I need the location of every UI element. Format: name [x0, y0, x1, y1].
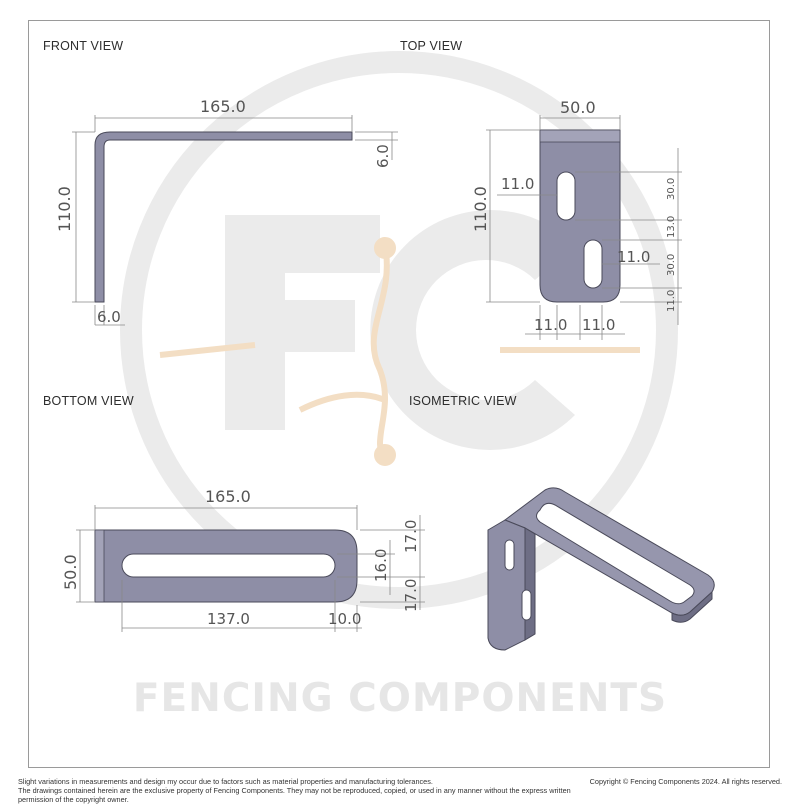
top-view-bend: [539, 129, 621, 143]
top-slot1-length-dim: 30.0: [666, 178, 677, 200]
bottom-view-bend: [94, 529, 105, 603]
isometric-view-label: ISOMETRIC VIEW: [409, 394, 517, 408]
bottom-view-dimension-lines: [76, 505, 425, 632]
top-slot-width-left-dim: 11.0: [501, 175, 534, 193]
top-width-dim: 50.0: [560, 98, 596, 117]
front-height-dim: 110.0: [55, 186, 74, 232]
bottom-top-margin-dim: 17.0: [402, 520, 420, 553]
front-view-part: [94, 131, 353, 303]
bottom-height-dim: 50.0: [61, 554, 80, 590]
top-view-label: TOP VIEW: [400, 39, 463, 53]
watermark-ring: [120, 51, 678, 609]
watermark-f-letter: [225, 215, 380, 430]
bottom-slot-length-dim: 137.0: [207, 610, 250, 628]
bottom-end-margin-dim: 10.0: [328, 610, 361, 628]
front-thickness-bottom-dim: 6.0: [97, 308, 121, 326]
footer-disclaimer-line-2: The drawings contained herein are the ex…: [18, 786, 571, 804]
watermark-c-letter: [370, 209, 575, 450]
front-width-dim: 165.0: [200, 97, 246, 116]
top-view-slot-1: [556, 171, 576, 221]
top-view-part: [539, 129, 621, 303]
top-height-dim: 110.0: [471, 186, 490, 232]
bottom-bottom-margin-dim: 17.0: [402, 579, 420, 612]
front-view-label: FRONT VIEW: [43, 39, 124, 53]
top-slot2-length-dim: 30.0: [666, 254, 677, 276]
bottom-width-dim: 165.0: [205, 487, 251, 506]
watermark-brand: FENCING COMPONENTS: [132, 676, 668, 721]
top-bottom-margin-dim: 11.0: [666, 290, 677, 312]
bottom-view-label: BOTTOM VIEW: [43, 394, 134, 408]
top-view-dimension-lines: [486, 115, 682, 340]
top-gap-dim: 13.0: [666, 216, 677, 238]
watermark-ornament: [159, 237, 640, 466]
bottom-slot-width-dim: 16.0: [372, 549, 390, 582]
isometric-view-part: [487, 487, 715, 651]
bottom-view-slot: [121, 553, 336, 578]
top-view-slot-2: [583, 239, 603, 289]
footer-copyright: Copyright © Fencing Components 2024. All…: [589, 777, 782, 786]
top-slot-width-right-dim: 11.0: [617, 248, 650, 266]
front-thickness-right-dim: 6.0: [374, 144, 392, 168]
top-offset-left-dim: 11.0: [534, 316, 567, 334]
top-offset-right-dim: 11.0: [582, 316, 615, 334]
drawing-frame: [28, 20, 770, 768]
front-view-dimension-lines: [72, 115, 398, 326]
footer-disclaimer-line-1: Slight variations in measurements and de…: [18, 777, 433, 786]
